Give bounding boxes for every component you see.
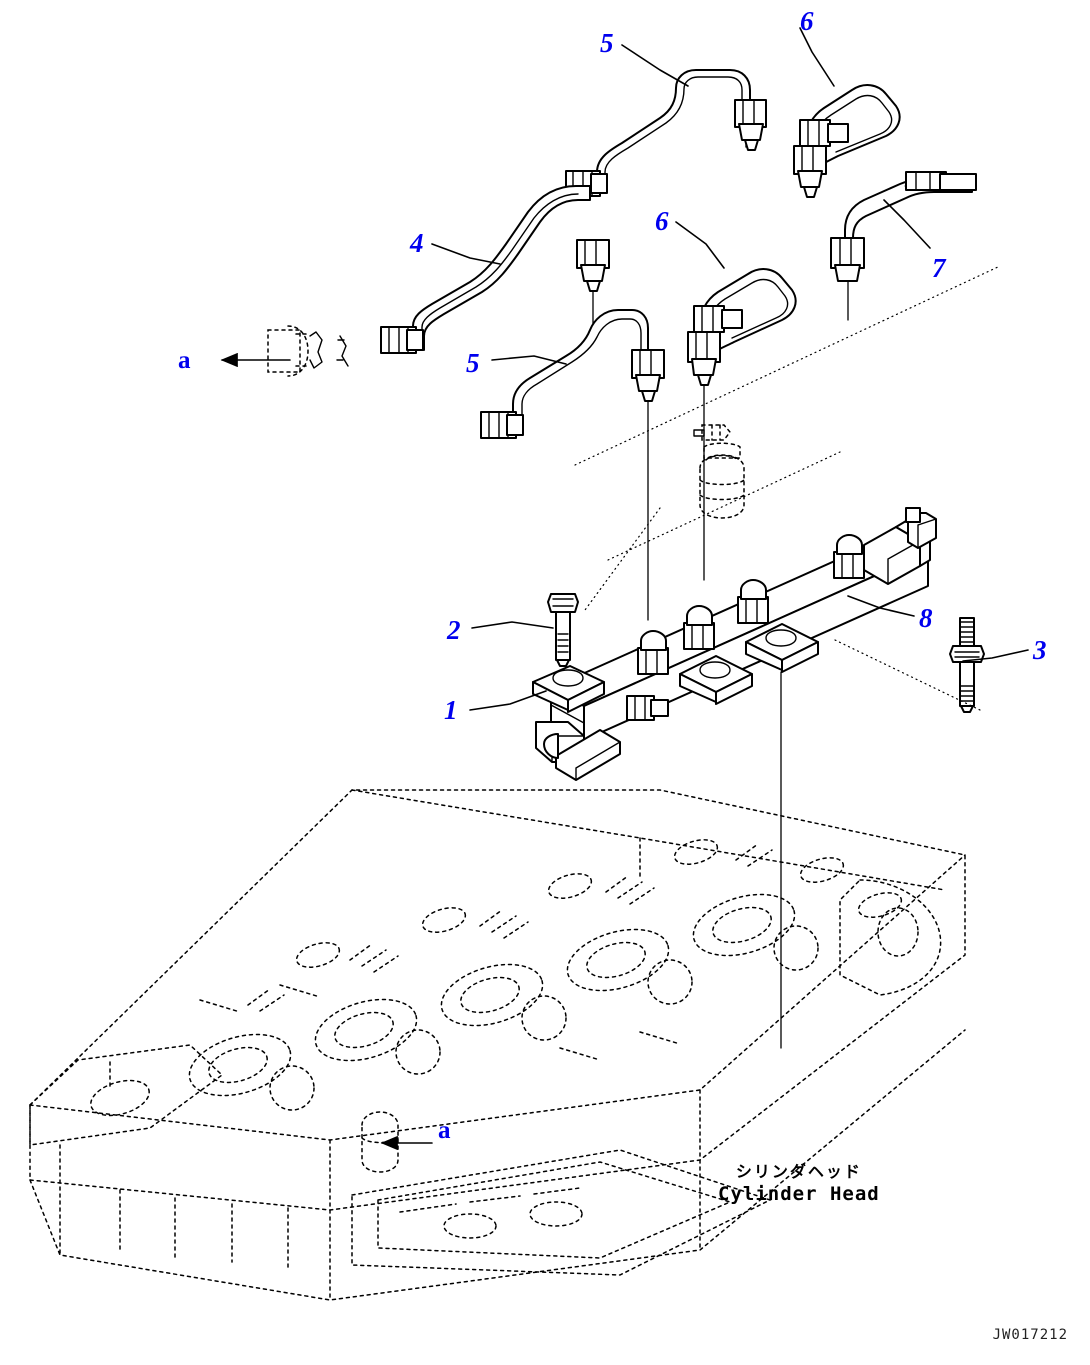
assembly-caption: シリンダヘッド Cylinder Head — [718, 1158, 880, 1205]
part-4-tube-long — [380, 185, 610, 354]
rail-side-nipple — [626, 695, 669, 721]
part-2-bolt — [547, 593, 579, 667]
section-guide-lines — [574, 265, 1001, 711]
rail-mount-flange-mid — [679, 655, 753, 705]
part-6-tube-loop-mid — [687, 268, 797, 581]
caption-english: Cylinder Head — [718, 1183, 880, 1205]
tube-elbow-block — [693, 305, 743, 333]
callout-6-top[interactable]: 6 — [800, 6, 814, 36]
tube-end-fitting — [380, 326, 424, 354]
rail-outlet-port — [637, 630, 669, 675]
tube-union-nut — [793, 145, 827, 198]
part-3-stud-bolt — [949, 617, 985, 713]
head-injector-clamp — [361, 1111, 399, 1173]
rail-inlet-connector — [535, 721, 621, 781]
tube-union-nut — [830, 237, 865, 282]
part-1-common-rail-assembly — [532, 533, 929, 1049]
tube-union-nut — [631, 349, 665, 402]
tube-elbow-block — [799, 119, 849, 147]
cylinder-head-phantom — [29, 789, 966, 1301]
callout-a-top[interactable]: a — [178, 347, 191, 374]
rail-mount-flange-left — [532, 665, 605, 713]
callout-3[interactable]: 3 — [1033, 635, 1047, 665]
phantom-injector-refs — [693, 424, 745, 519]
callout-4[interactable]: 4 — [410, 228, 424, 258]
rail-outlet-port — [683, 605, 715, 650]
part-6-tube-loop-top — [793, 84, 901, 198]
callout-5-lower[interactable]: 5 — [466, 348, 480, 378]
detail-a-phantom-part — [267, 325, 349, 377]
tube-union-nut — [687, 331, 721, 386]
callout-leaders — [431, 27, 1029, 711]
detail-a-arrows — [220, 352, 433, 1151]
rail-outlet-port — [833, 534, 865, 579]
drawing-number: JW017212 — [992, 1327, 1068, 1343]
injector-seats — [269, 925, 819, 1111]
caption-japanese: シリンダヘッド — [735, 1162, 862, 1181]
rail-outlet-ports — [637, 534, 865, 675]
callout-6-mid[interactable]: 6 — [655, 206, 669, 236]
part-5-tube-top — [565, 69, 767, 197]
callout-a-bottom[interactable]: a — [438, 1117, 451, 1144]
head-bolt-bosses — [295, 839, 903, 968]
tube-end-fitting — [480, 411, 524, 439]
return-connector-block — [905, 171, 977, 191]
part-7-return-tube — [830, 171, 977, 321]
callout-1[interactable]: 1 — [444, 695, 458, 725]
valve-bore-row — [188, 893, 796, 1097]
callout-5-top[interactable]: 5 — [600, 28, 614, 58]
rail-mount-flange-right — [745, 623, 819, 673]
callout-8[interactable]: 8 — [919, 603, 933, 633]
rail-outlet-port — [737, 579, 769, 624]
callout-7[interactable]: 7 — [932, 253, 946, 283]
part-5-tube-lower — [480, 309, 665, 621]
callout-2[interactable]: 2 — [447, 615, 461, 645]
tube-union-nut — [576, 239, 610, 292]
tube-union-nut — [734, 99, 767, 151]
part-8-pressure-limiter — [863, 507, 937, 585]
